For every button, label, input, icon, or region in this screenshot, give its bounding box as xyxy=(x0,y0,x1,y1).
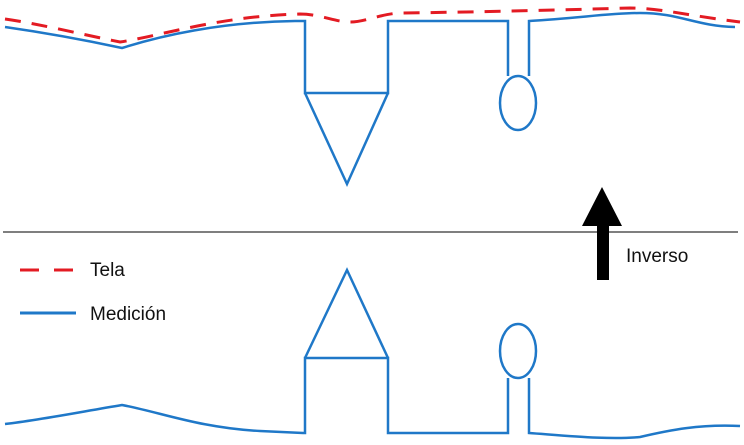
bottom-medicion-line-right xyxy=(527,378,741,440)
top-triangle-down xyxy=(303,92,390,188)
legend-medicion-label: Medición xyxy=(90,304,167,325)
top-ellipse xyxy=(498,74,538,132)
inverso-arrow-icon xyxy=(582,187,622,280)
bottom-triangle-up xyxy=(303,267,390,359)
bottom-medicion-line xyxy=(4,356,510,435)
top-tela-dashed-line xyxy=(4,6,741,44)
bottom-ellipse xyxy=(498,322,538,380)
top-medicion-line xyxy=(4,19,510,95)
inverso-label: Inverso xyxy=(626,246,689,267)
top-medicion-line-right xyxy=(527,11,736,76)
legend-tela-label: Tela xyxy=(90,260,125,281)
